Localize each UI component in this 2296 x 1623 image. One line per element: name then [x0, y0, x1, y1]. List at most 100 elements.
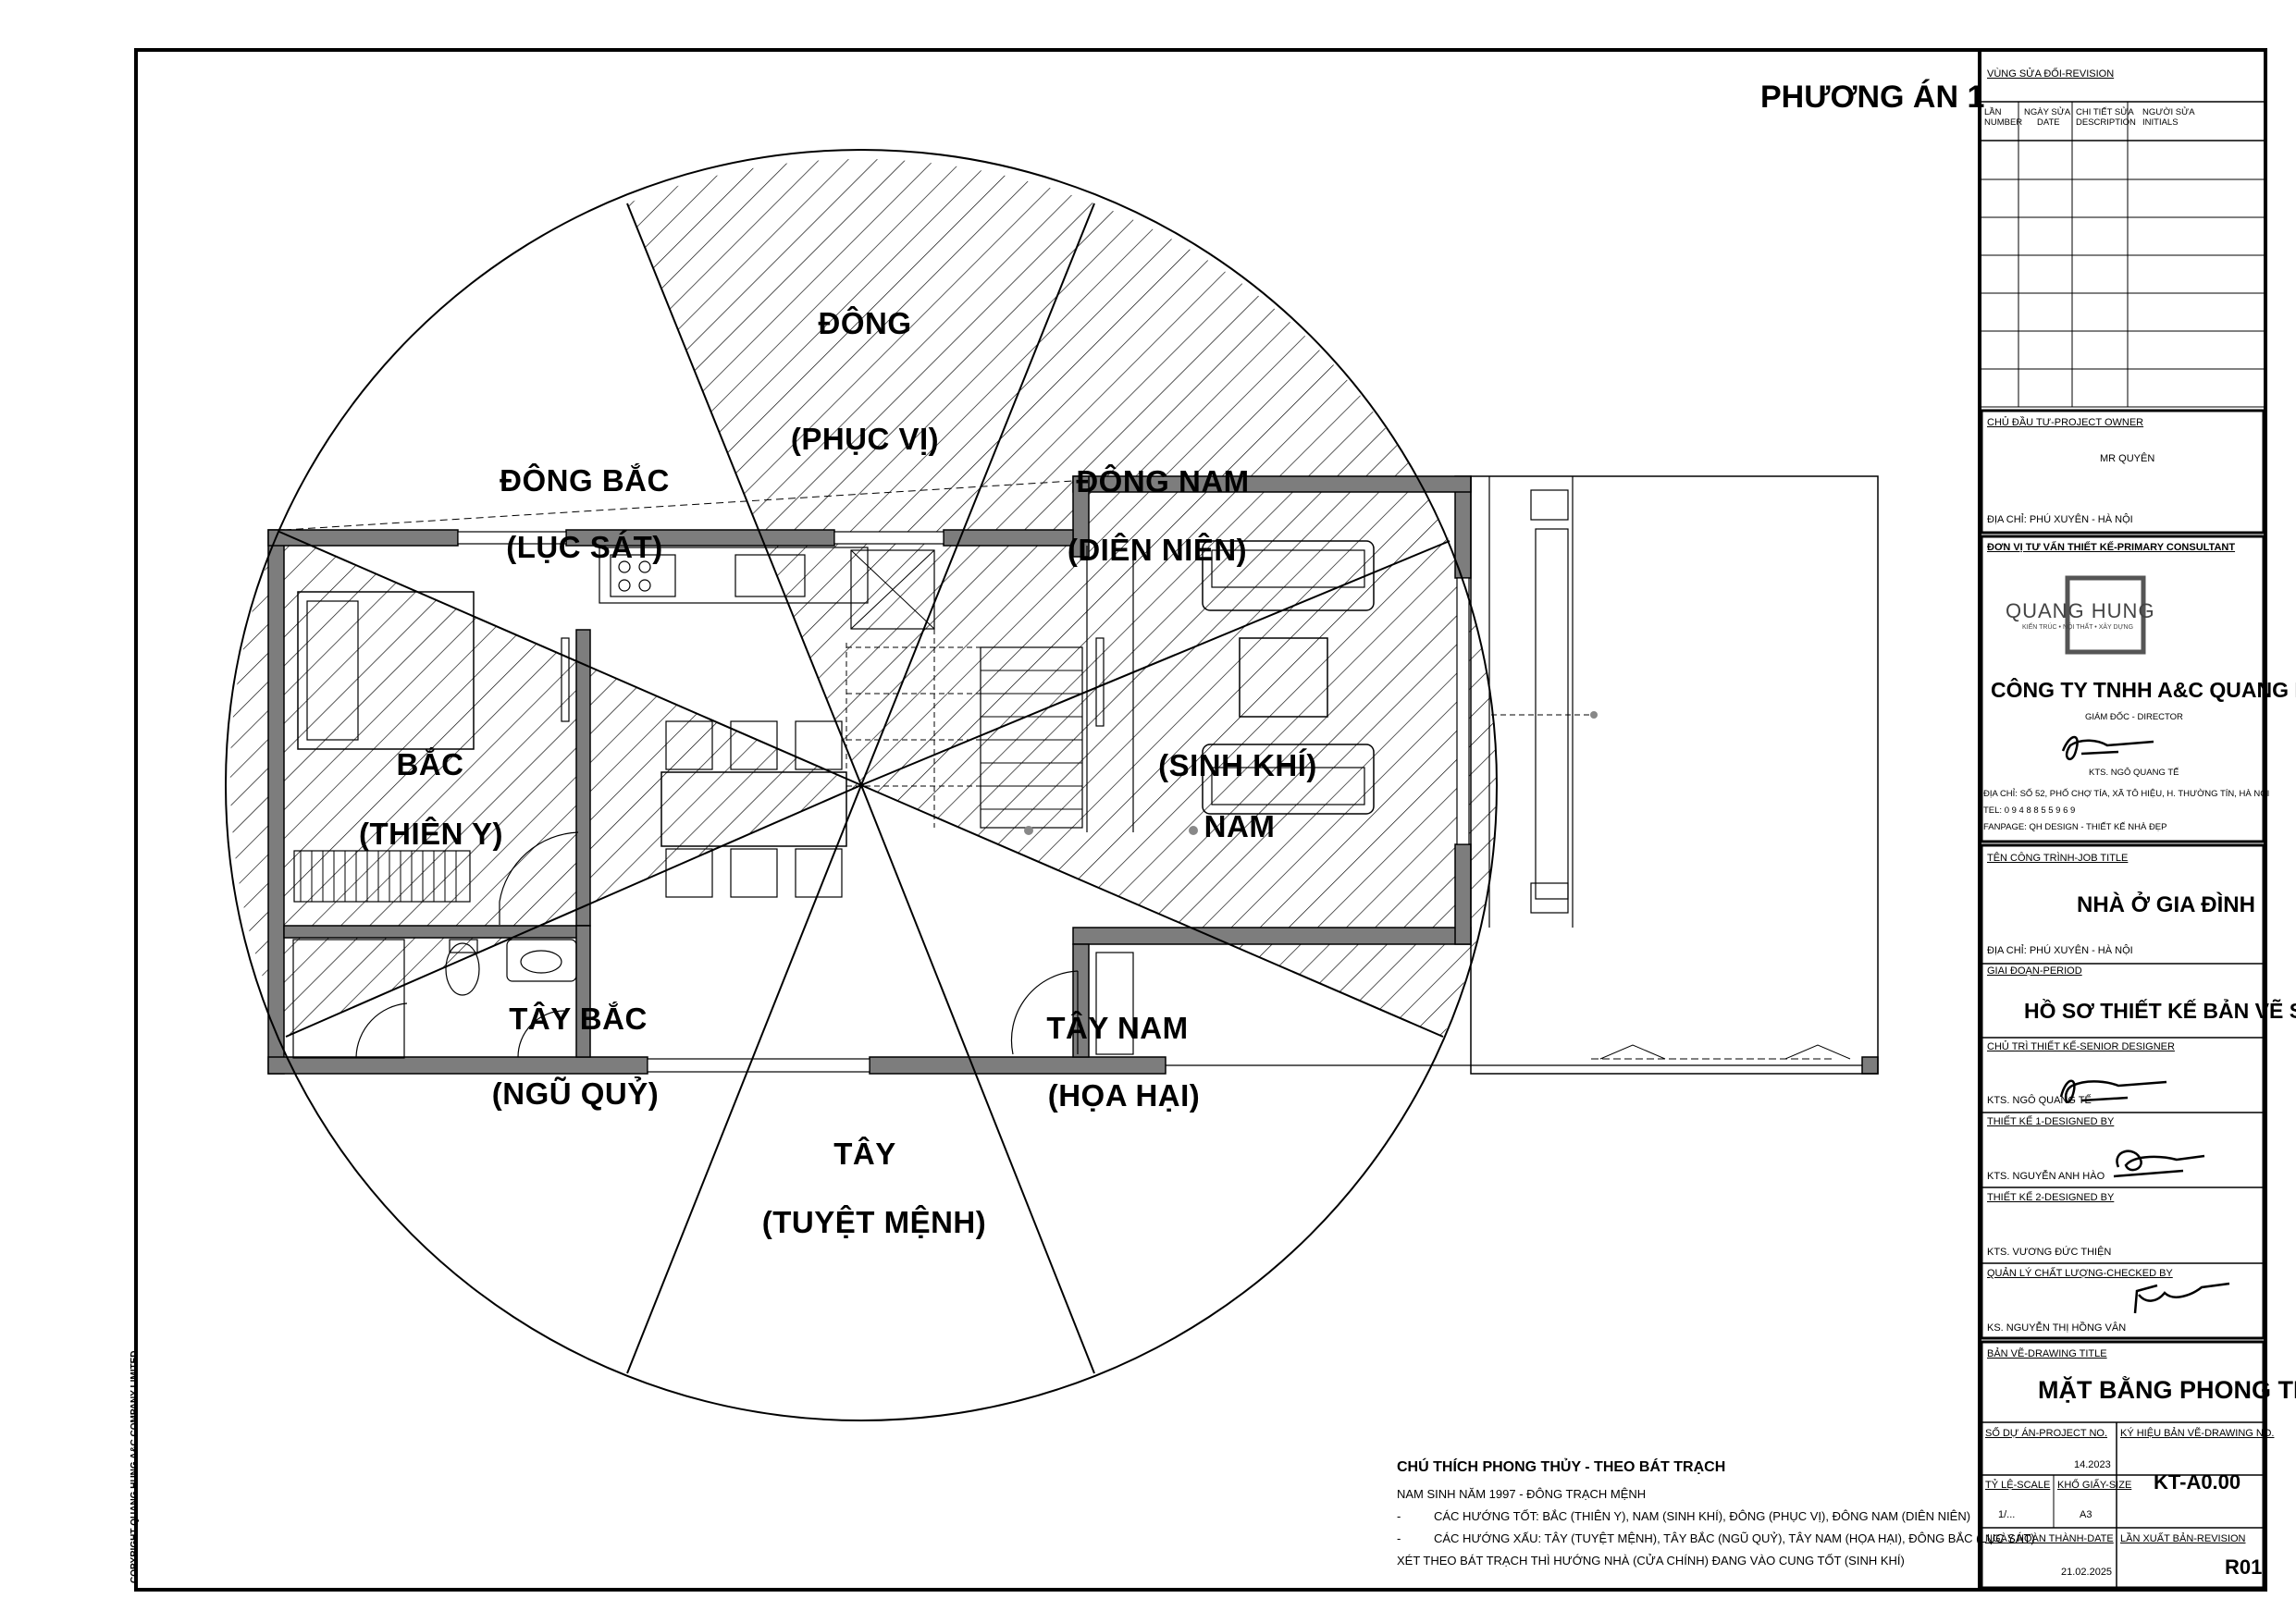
divider-s-sw [860, 784, 1444, 1038]
label-dong-bac: ĐÔNG BẮC [500, 463, 670, 498]
signature-checker [2133, 1282, 2230, 1314]
page-title: PHƯƠNG ÁN 1 [1760, 80, 1985, 115]
label-bac-sub: (THIÊN Y) [358, 817, 504, 851]
date-label: NGÀY HOÀN THÀNH-DATE [1985, 1533, 2114, 1544]
logo-tagline: KIẾN TRÚC • NỘI THẤT • XÂY DỰNG [2022, 624, 2134, 631]
drawing-no: KT-A0.00 [2154, 1470, 2241, 1494]
senior-name: KTS. NGÔ QUANG TẾ [1987, 1095, 2092, 1106]
hatched-sectors [229, 158, 1497, 1037]
legend-line-2-dash: - [1397, 1509, 1401, 1523]
sector-dong-nam-hatch [861, 203, 1450, 785]
project-no-label: SỐ DỰ ÁN-PROJECT NO. [1985, 1428, 2108, 1439]
drawing-title: MẶT BẰNG PHONG THỦY [2038, 1376, 2296, 1404]
label-tay-sub: (TUYỆT MỆNH) [761, 1205, 987, 1239]
designed2-header: THIẾT KẾ 2-DESIGNED BY [1987, 1192, 2115, 1203]
sector-nam-hatch [861, 541, 1497, 1037]
designed2-name: KTS. VƯƠNG ĐỨC THIỆN [1987, 1247, 2112, 1258]
label-dong-nam-sub: (DIÊN NIÊN) [1067, 533, 1248, 567]
legend-line-2: CÁC HƯỚNG TỐT: BẮC (THIÊN Y), NAM (SINH … [1434, 1509, 1971, 1523]
legend-line-3-dash: - [1397, 1531, 1401, 1545]
divider-w-nw [626, 784, 862, 1374]
drawing-header: BẢN VẼ-DRAWING TITLE [1987, 1348, 2107, 1359]
label-bac: BẮC [396, 747, 464, 781]
project-no: 14.2023 [2074, 1459, 2111, 1470]
outer-frame [134, 48, 2267, 1592]
designed1-header: THIẾT KẾ 1-DESIGNED BY [1987, 1116, 2115, 1127]
rev-col-number-en: NUMBER [1984, 117, 2023, 128]
divider-e-se [860, 203, 1095, 786]
company-name: CÔNG TY TNHH A&C QUANG HƯNG [1991, 678, 2296, 702]
titleblock-grid [1980, 101, 2265, 1590]
signature-senior [2059, 1079, 2167, 1103]
legend-title: CHÚ THÍCH PHONG THỦY - THEO BÁT TRẠCH [1397, 1459, 1726, 1475]
rev-col-initials-vi: NGƯỜI SỬA [2142, 107, 2195, 117]
logo-mark [2065, 575, 2146, 655]
rev-col-initials-en: INITIALS [2142, 117, 2179, 128]
senior-header: CHỦ TRÌ THIẾT KẾ-SENIOR DESIGNER [1987, 1041, 2175, 1052]
floor-plan [267, 475, 1879, 1075]
bat-trach-compass [225, 149, 1498, 1421]
rev-col-date-vi: NGÀY SỬA [2024, 107, 2071, 117]
divider-ne-e [626, 203, 862, 786]
rev-col-description-vi: CHI TIẾT SỬA [2076, 107, 2134, 117]
label-tay: TÂY [833, 1137, 896, 1171]
divider-sw-w [860, 784, 1095, 1374]
company-address: ĐỊA CHỈ: SỐ 52, PHỐ CHỢ TÍA, XÃ TÔ HIỆU,… [1983, 789, 2270, 799]
copyright-text: COPYRIGHT QUANG HUNG A&C COMPANY LIMITED [130, 1350, 140, 1583]
job-address: ĐỊA CHỈ: PHÚ XUYÊN - HÀ NỘI [1987, 945, 2133, 956]
owner-address: ĐỊA CHỈ: PHÚ XUYÊN - HÀ NỘI [1987, 514, 2133, 525]
scale-value: 1/... [1998, 1509, 2016, 1520]
divider-n-ne [278, 531, 862, 786]
signatures [2059, 735, 2230, 1314]
consultant-header: ĐƠN VỊ TƯ VẤN THIẾT KẾ-PRIMARY CONSULTAN… [1987, 542, 2236, 553]
logo-name: QUANG HUNG [2006, 599, 2155, 622]
signature-designer1 [2113, 1150, 2205, 1178]
label-tay-nam-sub: (HỌA HẠI) [1047, 1078, 1201, 1113]
label-dong-bac-sub: (LỤC SÁT) [506, 530, 663, 564]
label-dong-nam: ĐÔNG NAM [1076, 464, 1250, 498]
drawing-no-label: KÝ HIỆU BẢN VẼ-DRAWING NO. [2120, 1428, 2275, 1439]
scale-label: TỶ LỆ-SCALE [1985, 1480, 2051, 1491]
checked-name: KS. NGUYỄN THỊ HỒNG VÂN [1987, 1322, 2127, 1334]
owner-name: MR QUYÊN [2100, 453, 2155, 464]
period-header: GIAI ĐOẠN-PERIOD [1987, 965, 2082, 977]
label-tay-bac: TÂY BẮC [509, 1002, 648, 1036]
label-tay-bac-sub: (NGŨ QUỶ) [491, 1076, 660, 1111]
size-value: A3 [2080, 1509, 2092, 1520]
rev-col-description-en: DESCRIPTION [2076, 117, 2136, 128]
signature-director [2061, 735, 2154, 761]
divider-nw-n [285, 784, 862, 1038]
rev-col-date-en: DATE [2037, 117, 2060, 128]
designed1-name: KTS. NGUYỄN ANH HÀO [1987, 1171, 2105, 1182]
label-nam: NAM [1204, 809, 1276, 843]
director-title: GIÁM ĐỐC - DIRECTOR [2085, 712, 2183, 722]
sector-bac-hatch [229, 532, 862, 1037]
company-fanpage: FANPAGE: QH DESIGN - THIẾT KẾ NHÀ ĐẸP [1983, 822, 2167, 832]
legend-line-3: CÁC HƯỚNG XẤU: TÂY (TUYỆT MỆNH), TÂY BẮC… [1434, 1531, 2035, 1545]
sector-dong-hatch [627, 158, 1094, 785]
director-name: KTS. NGÔ QUANG TẾ [2089, 768, 2179, 778]
owner-header: CHỦ ĐẦU TƯ-PROJECT OWNER [1987, 417, 2144, 428]
label-nam-sub: (SINH KHÍ) [1158, 748, 1317, 782]
compass-circle [225, 149, 1498, 1421]
revision-label: LẦN XUẤT BẢN-REVISION [2120, 1533, 2246, 1544]
rev-col-number-vi: LẦN [1984, 107, 2002, 117]
period: HỒ SƠ THIẾT KẾ BẢN VẼ SƠ BỘ [2024, 999, 2296, 1023]
job-header: TÊN CÔNG TRÌNH-JOB TITLE [1987, 853, 2129, 864]
legend-line-4: XÉT THEO BÁT TRẠCH THÌ HƯỚNG NHÀ (CỬA CH… [1397, 1554, 1905, 1568]
label-tay-nam: TÂY NAM [1046, 1011, 1189, 1045]
checked-header: QUẢN LÝ CHẤT LƯỢNG-CHECKED BY [1987, 1268, 2173, 1279]
label-dong: ĐÔNG [818, 306, 912, 340]
legend-line-1: NAM SINH NĂM 1997 - ĐÔNG TRẠCH MỆNH [1397, 1487, 1647, 1501]
company-phone: TEL: 0 9 4 8 8 5 5 9 6 9 [1983, 805, 2076, 816]
job-title: NHÀ Ở GIA ĐÌNH [2077, 892, 2255, 917]
date-value: 21.02.2025 [2061, 1567, 2113, 1578]
divider-se-s [860, 540, 1450, 786]
label-dong-sub: (PHỤC VỊ) [790, 422, 940, 456]
revision-value: R01 [2225, 1555, 2263, 1579]
size-label: KHỔ GIẤY-SIZE [2057, 1480, 2132, 1491]
